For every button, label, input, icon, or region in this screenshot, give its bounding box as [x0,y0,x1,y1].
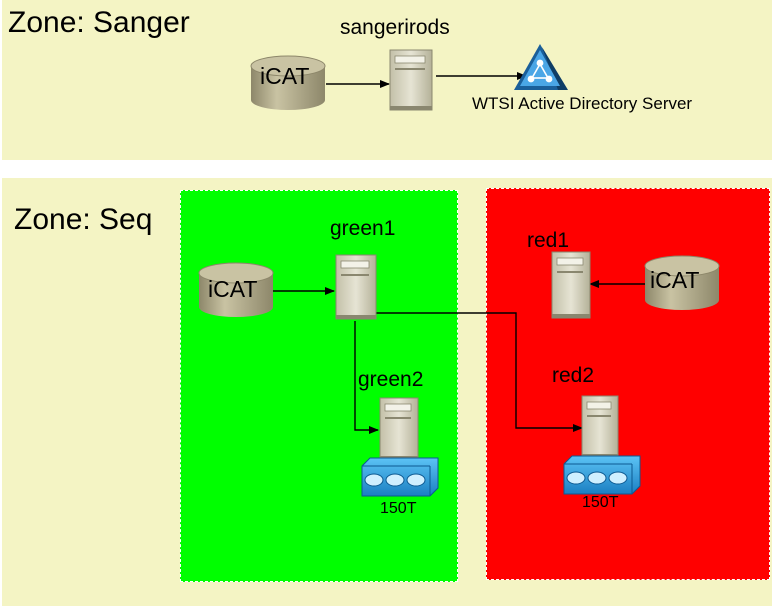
green-icat-label: iCAT [208,276,258,302]
arrow-green1-to-red2 [374,312,583,432]
red-subzone [486,188,770,580]
storage-icon-red [563,455,641,495]
server-icon-red1 [551,251,591,319]
connector-lines [272,72,646,434]
server-icon-green1 [335,254,377,320]
sangerirods-label: sangerirods [340,16,450,39]
server-icon-red2 [581,395,619,459]
active-directory-icon [514,44,568,90]
server-icon-green2 [379,397,419,461]
zone-seq-title: Zone: Seq [14,203,153,236]
green2-label: green2 [358,368,424,391]
zone-sanger-title: Zone: Sanger [8,6,190,39]
server-icon-sangerirods [389,49,433,111]
arrow-green1-to-green2 [354,321,379,434]
red-storage-label: 150T [582,494,619,511]
ad-server-label: WTSI Active Directory Server [472,94,693,113]
storage-icon-green [361,457,439,497]
sanger-icat-label: iCAT [260,63,310,89]
red1-label: red1 [527,229,570,252]
green1-label: green1 [330,217,396,240]
red-icat-label: iCAT [650,267,700,293]
green-storage-label: 150T [380,500,417,517]
red2-label: red2 [552,364,595,387]
database-icon-sanger [250,55,326,110]
database-icon-green [198,262,274,317]
database-icon-red [644,255,720,310]
green-subzone [180,190,458,582]
